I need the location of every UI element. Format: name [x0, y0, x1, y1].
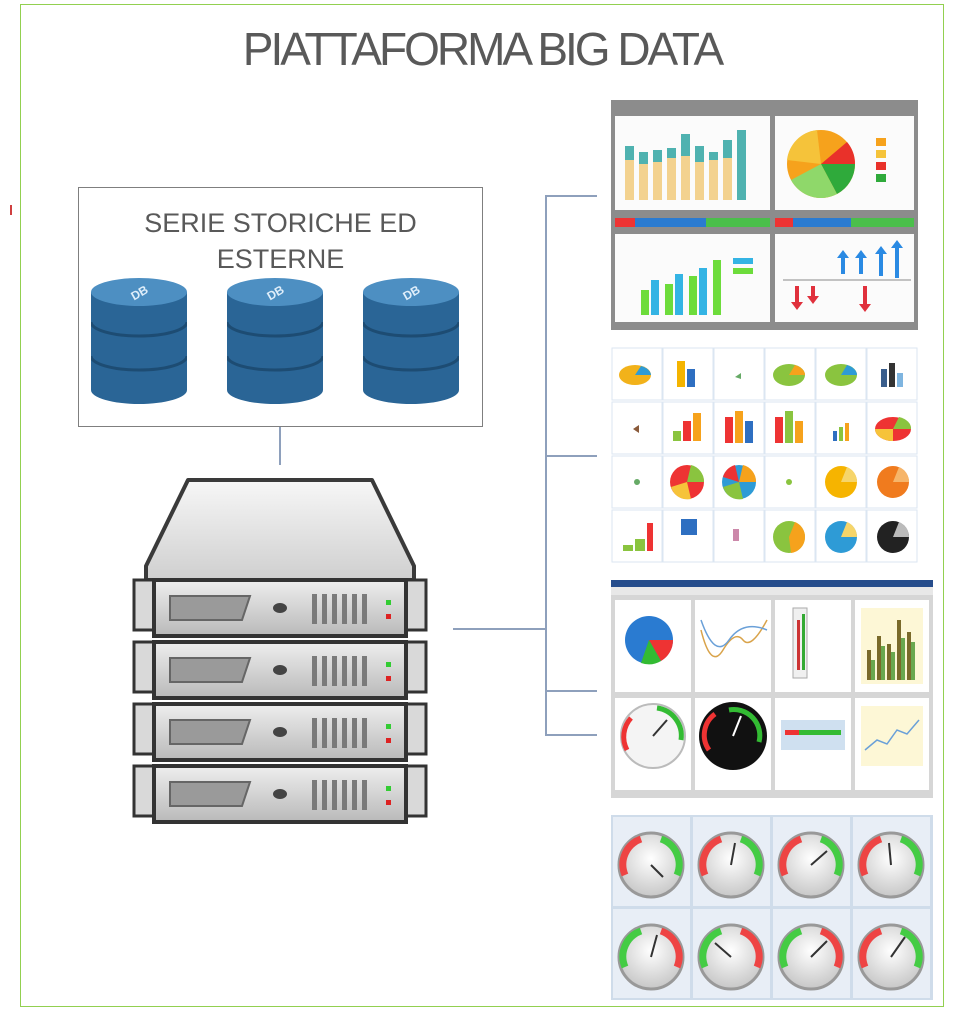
- connector-branch: [545, 734, 597, 736]
- database-icon: DB: [363, 278, 459, 404]
- server-unit: [132, 578, 428, 638]
- page-title: PIATTAFORMA BIG DATA: [242, 23, 724, 75]
- server-unit: [132, 764, 428, 824]
- database-icon: DB: [227, 278, 323, 404]
- data-sources-title: SERIE STORICHE ED ESTERNE: [79, 205, 482, 277]
- server-unit: [132, 702, 428, 762]
- gauges-grid-thumbnail: [611, 815, 933, 1000]
- diagram-frame: [20, 4, 944, 1007]
- chart-gallery-thumbnail: [611, 347, 918, 565]
- dashboard-thumbnail: [611, 100, 918, 330]
- connector-line: [279, 427, 281, 465]
- data-sources-box: SERIE STORICHE ED ESTERNE DB DB DB: [78, 187, 483, 427]
- connector-branch: [545, 195, 597, 197]
- connector-line: [453, 628, 546, 630]
- connector-branch: [545, 690, 597, 692]
- server-icon: [132, 478, 428, 824]
- data-sources-title-line2: ESTERNE: [216, 244, 345, 274]
- server-unit: [132, 640, 428, 700]
- connector-bracket: [545, 195, 547, 735]
- edge-mark: [10, 205, 12, 215]
- analytics-window-thumbnail: [611, 580, 933, 798]
- connector-branch: [545, 455, 597, 457]
- data-sources-title-line1: SERIE STORICHE ED: [144, 208, 417, 238]
- database-icon: DB: [91, 278, 187, 404]
